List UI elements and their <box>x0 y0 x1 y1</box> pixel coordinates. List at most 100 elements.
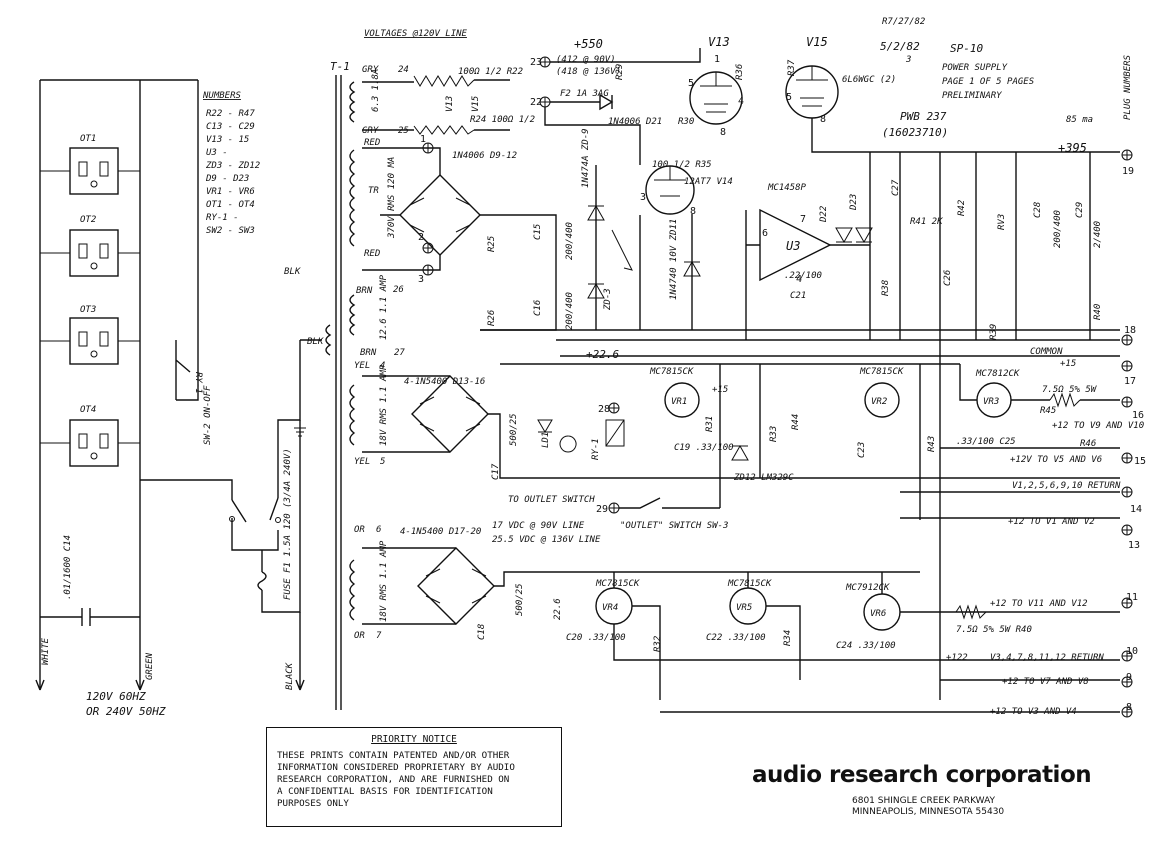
svg-text:200/400: 200/400 <box>1053 210 1063 248</box>
svg-text:R22 - R47: R22 - R47 <box>206 109 255 119</box>
svg-text:22: 22 <box>530 97 542 108</box>
svg-text:8: 8 <box>690 206 696 217</box>
svg-text:15: 15 <box>1134 456 1146 467</box>
svg-text:D23: D23 <box>849 194 859 211</box>
svg-text:+12 TO V9 AND V10: +12 TO V9 AND V10 <box>1052 421 1144 431</box>
svg-text:MC7815CK: MC7815CK <box>859 367 904 377</box>
svg-text:RY-1 -: RY-1 - <box>206 213 239 223</box>
svg-text:6: 6 <box>376 525 381 535</box>
svg-text:C27: C27 <box>891 179 901 196</box>
svg-text:2/400: 2/400 <box>1093 221 1103 248</box>
transformer-t1: T-1 BLK BLK GRY 24 GRY 25 6.3 1.8A RED R… <box>284 60 409 710</box>
svg-text:17: 17 <box>1124 376 1136 387</box>
svg-text:OR: OR <box>354 525 365 535</box>
svg-text:U3: U3 <box>786 239 800 253</box>
svg-text:4: 4 <box>738 96 744 107</box>
svg-text:TR: TR <box>368 186 379 196</box>
svg-text:V1,2,5,6,9,10 RETURN: V1,2,5,6,9,10 RETURN <box>1012 481 1121 491</box>
terminal-16: 16 +12 TO V9 AND V10 <box>1052 396 1144 431</box>
svg-text:7.5Ω 5% 5W: 7.5Ω 5% 5W <box>1042 385 1098 395</box>
svg-text:R44: R44 <box>791 414 801 430</box>
svg-text:U3 -: U3 - <box>206 148 228 158</box>
bridge-lv2: 4-1N5400 D17-20 C18 500/25 <box>362 527 920 640</box>
svg-text:T-1: T-1 <box>330 60 350 73</box>
svg-text:R42: R42 <box>957 200 967 216</box>
outlet-ot2: OT2 <box>40 215 140 277</box>
terminal-10: 10 V3,4,7,8,11,12 RETURN <box>990 646 1138 663</box>
svg-text:R30: R30 <box>678 117 694 127</box>
svg-text:VR1: VR1 <box>671 397 687 407</box>
svg-text:R41 2K: R41 2K <box>910 217 943 227</box>
svg-text:V13 - 15: V13 - 15 <box>206 135 249 145</box>
svg-text:VR2: VR2 <box>871 397 887 407</box>
svg-text:R7/27/82: R7/27/82 <box>882 17 925 27</box>
svg-text:28: 28 <box>598 404 610 415</box>
svg-text:C22 .33/100: C22 .33/100 <box>706 633 766 643</box>
svg-text:1N4006 D9-12: 1N4006 D9-12 <box>452 151 517 161</box>
svg-text:SW2 - SW3: SW2 - SW3 <box>206 226 255 236</box>
svg-text:11: 11 <box>1126 592 1138 603</box>
svg-text:R37: R37 <box>787 59 797 76</box>
svg-text:C26: C26 <box>943 270 953 286</box>
svg-text:100Ω 1/2 R22: 100Ω 1/2 R22 <box>458 67 523 77</box>
plus-15-label: +15 <box>1060 359 1076 369</box>
svg-text:C28: C28 <box>1033 202 1043 218</box>
svg-text:R40: R40 <box>1093 304 1103 320</box>
outlet-label: OT4 <box>80 405 96 415</box>
regulator-u3: U3 MC1458P 6 7 4 D22 D23 .22/100 C21 R38… <box>731 152 1103 483</box>
svg-text:V15: V15 <box>471 96 481 112</box>
svg-text:OT1 - OT4: OT1 - OT4 <box>206 200 255 210</box>
bridge-lv1: 4-1N5400 D13-16 C17 500/25 <box>362 375 1120 480</box>
svg-text:9: 9 <box>1126 672 1132 683</box>
svg-text:+12 TO V3 AND V4: +12 TO V3 AND V4 <box>990 707 1077 717</box>
svg-text:BLK: BLK <box>284 267 301 277</box>
svg-text:OR: OR <box>354 631 365 641</box>
svg-text:27: 27 <box>394 348 405 358</box>
svg-text:(412 @ 90V): (412 @ 90V) <box>556 55 616 65</box>
svg-text:7: 7 <box>800 214 806 225</box>
svg-text:YEL: YEL <box>354 361 370 371</box>
svg-text:+12 TO V1 AND V2: +12 TO V1 AND V2 <box>1008 517 1095 527</box>
plus-395: +395 <box>1058 141 1087 155</box>
svg-text:C21: C21 <box>790 291 806 301</box>
numbers-table: NUMBERS R22 - R47 C13 - C29 V13 - 15 U3 … <box>202 91 260 236</box>
bridge-hv: 1N4006 D9-12 1 2 3 R25 R26 C15 C16 200/4… <box>362 134 575 331</box>
svg-text:200/400: 200/400 <box>565 292 575 330</box>
notice-title: PRIORITY NOTICE <box>371 734 457 745</box>
wire-green: GREEN <box>145 652 155 680</box>
svg-text:GRY: GRY <box>362 65 379 75</box>
svg-text:SW-2 ON-OFF: SW-2 ON-OFF <box>203 385 213 445</box>
svg-text:3: 3 <box>640 192 646 203</box>
svg-text:24: 24 <box>398 65 409 75</box>
svg-text:12.6 1.1 AMP: 12.6 1.1 AMP <box>379 274 389 340</box>
svg-text:C18: C18 <box>477 624 487 640</box>
tube-v13: V13 5 4 8 1 <box>688 35 744 138</box>
svg-text:NUMBERS: NUMBERS <box>202 91 242 101</box>
svg-text:V15: V15 <box>806 35 828 49</box>
svg-text:+12V TO V5 AND V6: +12V TO V5 AND V6 <box>1010 455 1102 465</box>
svg-text:3: 3 <box>418 274 424 285</box>
svg-text:LD1: LD1 <box>541 432 551 448</box>
svg-text:23: 23 <box>530 57 542 68</box>
svg-text:R31: R31 <box>705 416 715 432</box>
svg-text:.22/100: .22/100 <box>784 271 822 281</box>
svg-text:R46: R46 <box>1080 439 1096 449</box>
svg-text:C17: C17 <box>491 463 501 480</box>
outlet-ot4: OT4 <box>40 405 140 467</box>
svg-text:R39: R39 <box>989 324 999 340</box>
svg-text:TO OUTLET SWITCH: TO OUTLET SWITCH <box>508 495 595 505</box>
svg-text:R25: R25 <box>487 236 497 252</box>
wire-black: BLACK <box>285 662 295 690</box>
svg-text:R26: R26 <box>487 310 497 326</box>
terminal-11: 11 +12 TO V11 AND V12 <box>990 592 1138 609</box>
svg-text:25.5 VDC @ 136V LINE: 25.5 VDC @ 136V LINE <box>492 535 601 545</box>
svg-text:C19 .33/100: C19 .33/100 <box>674 443 734 453</box>
svg-text:D22: D22 <box>819 206 829 223</box>
line-section: OT1 OT2 OT3 OT4 RY-1 <box>35 79 305 718</box>
svg-text:C24 .33/100: C24 .33/100 <box>836 641 896 651</box>
svg-text:+22.6: +22.6 <box>586 348 619 361</box>
svg-text:8: 8 <box>720 127 726 138</box>
svg-text:PRELIMINARY: PRELIMINARY <box>942 91 1002 101</box>
svg-text:VR5: VR5 <box>736 603 752 613</box>
